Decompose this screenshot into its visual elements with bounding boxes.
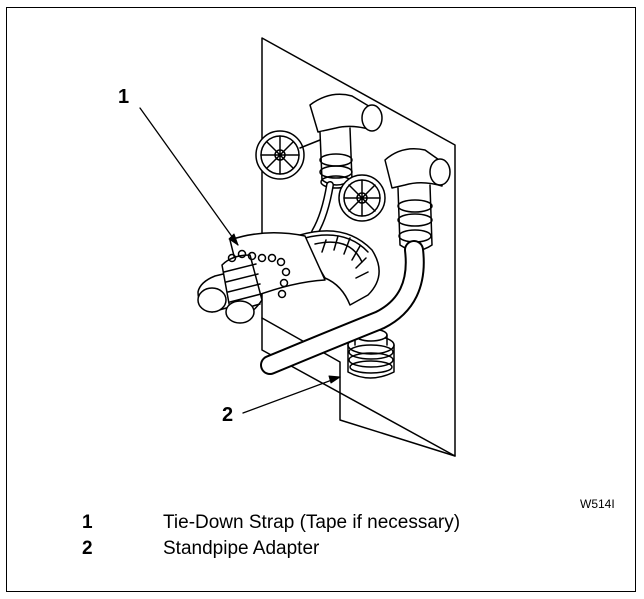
- legend-item: 2 Standpipe Adapter: [82, 538, 582, 562]
- legend-item-number: 2: [82, 538, 93, 559]
- legend-item-text: Tie-Down Strap (Tape if necessary): [163, 512, 461, 533]
- callout-2-leader: [242, 376, 341, 414]
- callout-1-leader: [139, 107, 239, 246]
- drain-hose: [197, 230, 380, 324]
- left-valve: [255, 93, 383, 189]
- standpipe: [347, 328, 395, 379]
- callout-1-label: 1: [118, 86, 130, 108]
- legend-item: 1 Tie-Down Strap (Tape if necessary): [82, 512, 582, 536]
- figure-frame: [6, 7, 636, 592]
- callout-1-arrowhead: [228, 233, 239, 246]
- wall-recess: [261, 317, 456, 457]
- right-valve: [338, 148, 451, 252]
- tie-down-strap: [227, 249, 291, 299]
- figure-id: W514I: [580, 497, 615, 511]
- callout-2-arrowhead: [328, 375, 341, 384]
- legend-item-text: Standpipe Adapter: [163, 538, 320, 559]
- legend-item-number: 1: [82, 512, 93, 533]
- callout-2-label: 2: [222, 404, 234, 426]
